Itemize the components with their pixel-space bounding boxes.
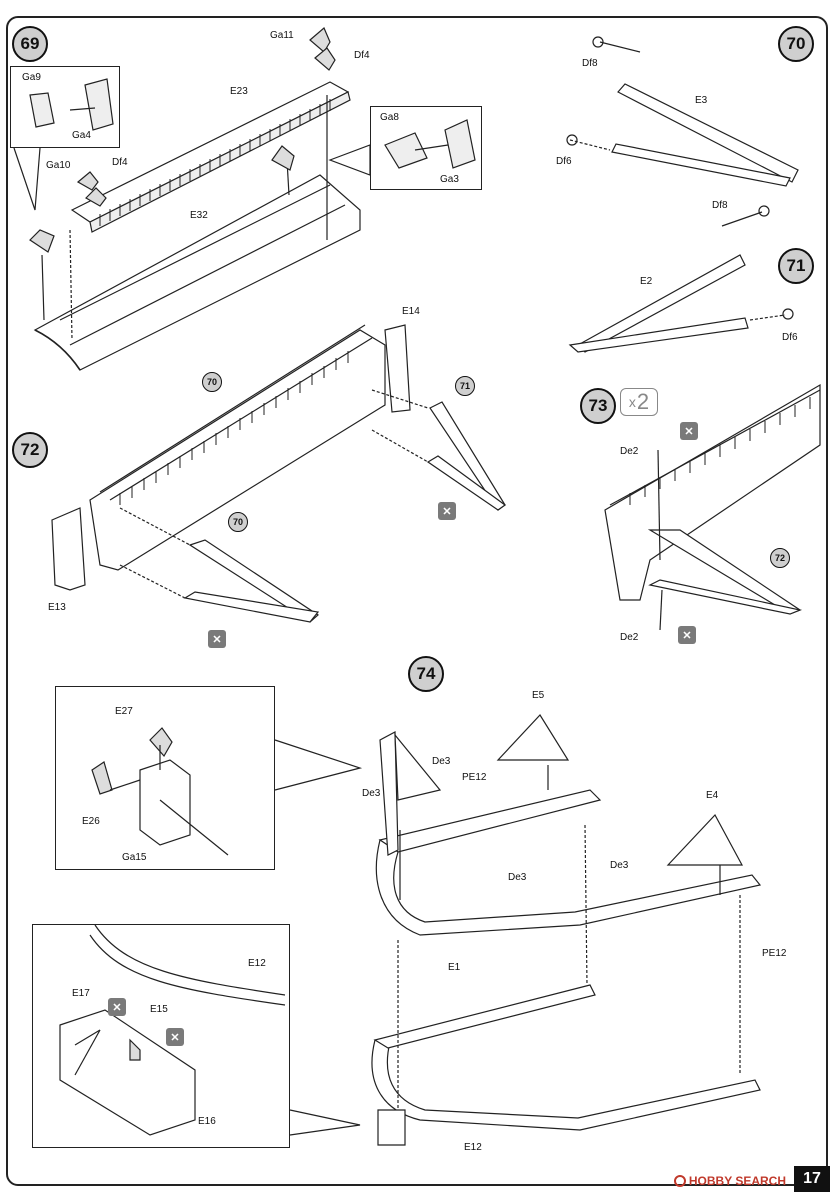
part-label: PE12 bbox=[462, 772, 487, 783]
part-label: De3 bbox=[610, 860, 629, 871]
part-label: E13 bbox=[48, 602, 66, 613]
part-label: E5 bbox=[532, 690, 545, 701]
part-label: E17 bbox=[72, 988, 90, 999]
multiplier-value: 2 bbox=[636, 389, 650, 414]
part-label: De3 bbox=[362, 788, 381, 799]
part-label: E23 bbox=[230, 86, 248, 97]
part-label: Ga3 bbox=[440, 174, 459, 185]
ref-step-70-a: 70 bbox=[202, 372, 222, 392]
part-label: De3 bbox=[508, 872, 527, 883]
step71-drawing bbox=[570, 206, 793, 352]
part-label: De3 bbox=[432, 756, 451, 767]
step74-drawing bbox=[275, 715, 760, 1145]
step-70: 70 bbox=[778, 26, 814, 62]
part-label: Df4 bbox=[354, 50, 370, 61]
no-glue-icon: ✕ bbox=[166, 1028, 184, 1046]
part-label: Df4 bbox=[112, 157, 128, 168]
ref-step-71: 71 bbox=[455, 376, 475, 396]
part-label: E2 bbox=[640, 276, 653, 287]
inset-e16-drawing bbox=[60, 925, 285, 1135]
step72-drawing bbox=[52, 325, 505, 622]
part-label: E12 bbox=[248, 958, 266, 969]
no-glue-icon: ✕ bbox=[208, 630, 226, 648]
part-label: E1 bbox=[448, 962, 461, 973]
part-label: Ga8 bbox=[380, 112, 399, 123]
inset-ga15 bbox=[55, 686, 275, 870]
part-label: De2 bbox=[620, 632, 639, 643]
no-glue-icon: ✕ bbox=[438, 502, 456, 520]
watermark-logo-icon bbox=[673, 1175, 686, 1187]
part-label: Ga11 bbox=[270, 30, 294, 41]
part-label: E3 bbox=[695, 95, 708, 106]
part-label: Ga9 bbox=[22, 72, 41, 83]
inset-e16 bbox=[32, 924, 290, 1148]
part-label: E26 bbox=[82, 816, 100, 827]
page-number: 17 bbox=[794, 1166, 830, 1192]
watermark: HOBBY SEARCH bbox=[673, 1174, 786, 1188]
inset-ga15-drawing bbox=[92, 728, 228, 855]
ref-step-72: 72 bbox=[770, 548, 790, 568]
part-label: Ga10 bbox=[46, 160, 71, 171]
step-74: 74 bbox=[408, 656, 444, 692]
part-label: E12 bbox=[464, 1142, 482, 1153]
no-glue-icon: ✕ bbox=[678, 626, 696, 644]
part-label: PE12 bbox=[762, 948, 787, 959]
part-label: E15 bbox=[150, 1004, 168, 1015]
inset-ga9-ga4 bbox=[10, 66, 120, 148]
step-71: 71 bbox=[778, 248, 814, 284]
part-label: E4 bbox=[706, 790, 719, 801]
step70-drawing bbox=[567, 37, 798, 186]
part-label: Ga4 bbox=[72, 130, 91, 141]
inset-ga8-ga3 bbox=[370, 106, 482, 190]
step73-drawing bbox=[605, 385, 820, 630]
step-69: 69 bbox=[12, 26, 48, 62]
no-glue-icon: ✕ bbox=[680, 422, 698, 440]
part-label: De2 bbox=[620, 446, 639, 457]
watermark-text: HOBBY SEARCH bbox=[688, 1174, 786, 1188]
part-label: E16 bbox=[198, 1116, 216, 1127]
no-glue-icon: ✕ bbox=[108, 998, 126, 1016]
part-label: Df8 bbox=[582, 58, 598, 69]
step69-drawing bbox=[14, 28, 475, 370]
step-73: 73 bbox=[580, 388, 616, 424]
step-72: 72 bbox=[12, 432, 48, 468]
part-label: E14 bbox=[402, 306, 420, 317]
ref-step-70-b: 70 bbox=[228, 512, 248, 532]
part-label: Df6 bbox=[782, 332, 798, 343]
part-label: Ga15 bbox=[122, 852, 147, 863]
part-label: E27 bbox=[115, 706, 133, 717]
part-label: Df6 bbox=[556, 156, 572, 167]
multiplier-sign: x bbox=[628, 394, 636, 410]
part-label: Df8 bbox=[712, 200, 728, 211]
part-label: E32 bbox=[190, 210, 208, 221]
page-frame bbox=[6, 16, 828, 1186]
